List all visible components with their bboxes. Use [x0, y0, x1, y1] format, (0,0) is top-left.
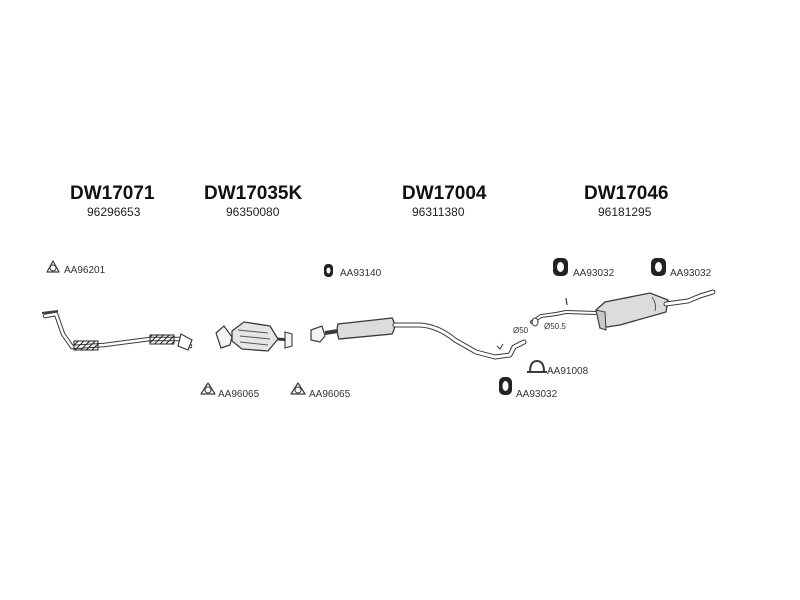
- rear-silencer-dw17046: [530, 289, 716, 331]
- part-number-96181295: 96181295: [598, 205, 652, 219]
- front-pipe-dw17071: [41, 310, 193, 351]
- gasket-icon-aa96065-a: [200, 382, 216, 395]
- accessory-label-aa96065-b: AA96065: [309, 389, 351, 400]
- clamp-icon-aa91008: [527, 359, 547, 373]
- accessory-label-aa93140: AA93140: [340, 268, 382, 279]
- rubber-mount-icon-aa93140: [324, 264, 333, 277]
- accessory-label-aa93032-a: AA93032: [573, 268, 615, 279]
- center-pipe-dw17004: [310, 317, 527, 360]
- part-code-dw17035k: DW17035K: [204, 183, 303, 204]
- part-code-dw17046: DW17046: [584, 183, 669, 204]
- hanger-icon-aa93032-b: [651, 258, 666, 276]
- accessory-label-aa93032-b: AA93032: [670, 268, 712, 279]
- catalytic-converter-dw17035k: [215, 321, 293, 352]
- part-number-96311380: 96311380: [412, 205, 465, 219]
- part-number-96350080: 96350080: [226, 205, 280, 219]
- part-number-96296653: 96296653: [87, 205, 141, 219]
- diameter-label-50-5: Ø50.5: [544, 322, 566, 331]
- part-code-dw17071: DW17071: [70, 183, 155, 204]
- gasket-icon-aa96065-b: [290, 382, 306, 395]
- diameter-label-50: Ø50: [513, 326, 529, 335]
- gasket-icon-aa96201: [46, 260, 60, 273]
- accessory-label-aa96065-a: AA96065: [218, 389, 260, 400]
- hanger-icon-aa93032-c: [499, 377, 512, 395]
- accessory-label-aa91008: AA91008: [547, 366, 589, 377]
- part-code-dw17004: DW17004: [402, 183, 487, 204]
- accessory-label-aa96201: AA96201: [64, 265, 106, 276]
- hanger-icon-aa93032-a: [553, 258, 568, 276]
- accessory-label-aa93032-c: AA93032: [516, 389, 558, 400]
